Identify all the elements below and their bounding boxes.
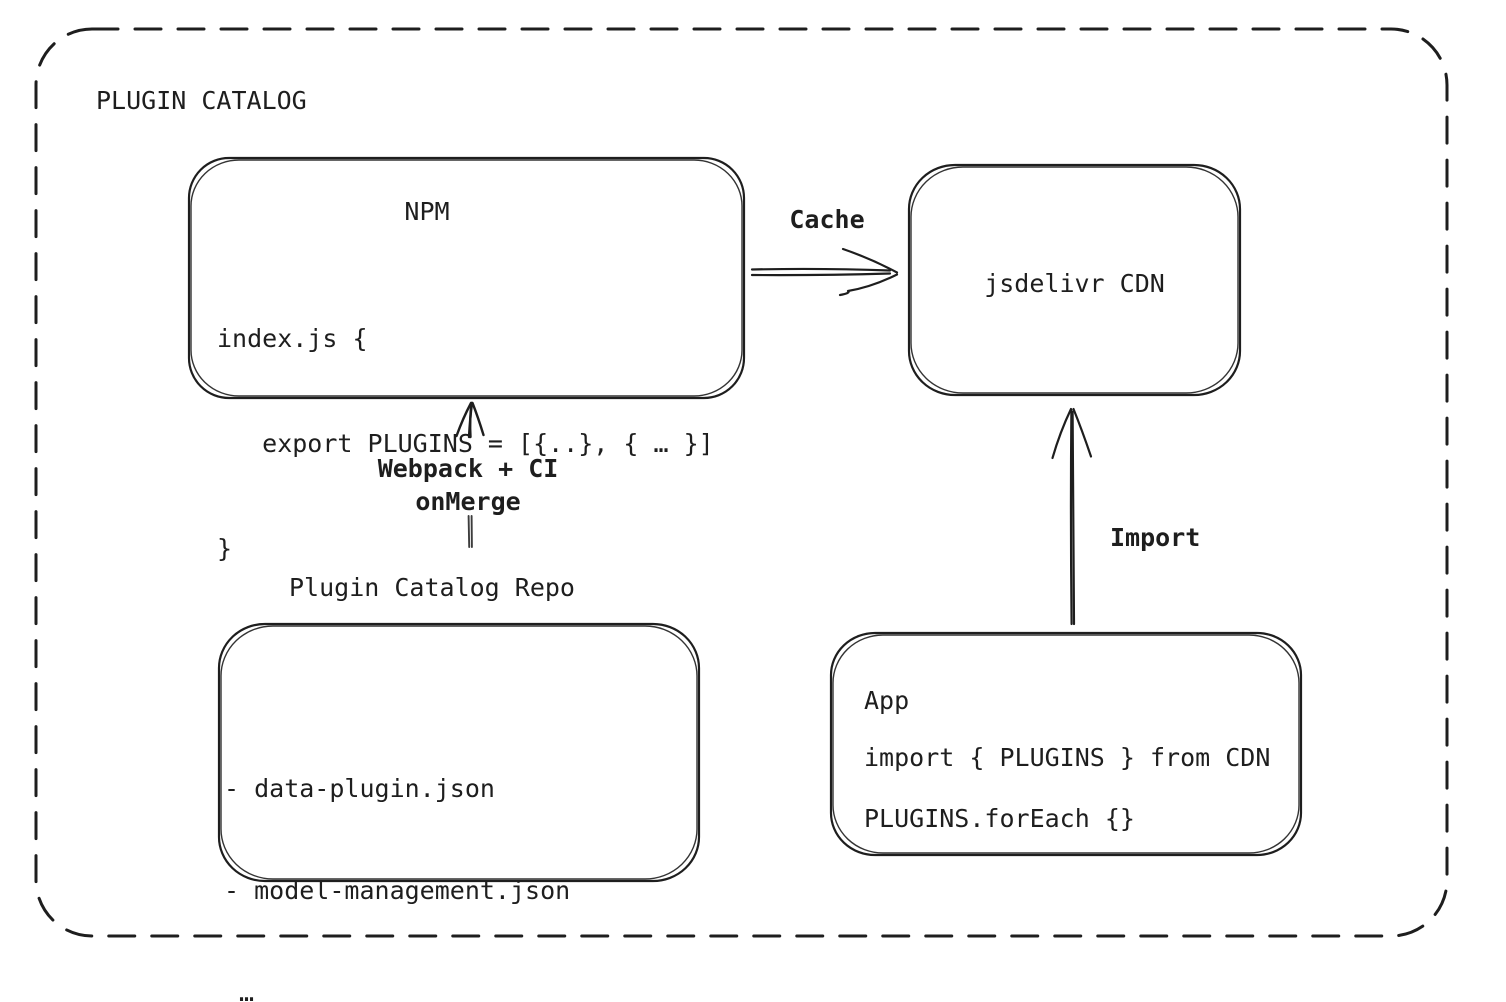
catalog-title: PLUGIN CATALOG bbox=[96, 86, 307, 115]
npm-code-line: export PLUGINS = [{..}, { … }] bbox=[217, 429, 714, 458]
repo-item: - model-management.json bbox=[224, 876, 571, 905]
cache-edge-label: Cache bbox=[789, 205, 865, 234]
build-connector bbox=[467, 515, 473, 548]
build-arrow bbox=[455, 401, 485, 439]
import-arrow bbox=[1051, 407, 1093, 626]
npm-code-block: index.js { export PLUGINS = [{..}, { … }… bbox=[217, 251, 714, 636]
npm-code-line: index.js { bbox=[217, 324, 368, 353]
repo-item-list: - data-plugin.json - model-management.js… bbox=[224, 704, 570, 1002]
cdn-label: jsdelivr CDN bbox=[984, 269, 1165, 298]
cdn-node bbox=[907, 163, 1242, 397]
build-edge-label-line1: Webpack + CI bbox=[377, 454, 559, 483]
cache-arrow bbox=[750, 247, 899, 297]
build-edge-label-line2: onMerge bbox=[415, 487, 521, 516]
app-code-line: import { PLUGINS } from CDN bbox=[864, 743, 1271, 772]
app-code-line: PLUGINS.forEach {} bbox=[864, 804, 1135, 833]
repo-item: … bbox=[224, 978, 255, 1002]
import-edge-label: Import bbox=[1110, 523, 1201, 552]
app-title: App bbox=[864, 686, 910, 715]
npm-title: NPM bbox=[404, 197, 450, 226]
app-node bbox=[829, 631, 1303, 857]
repo-item: - data-plugin.json bbox=[224, 774, 495, 803]
npm-code-line: } bbox=[217, 534, 233, 563]
repo-label: Plugin Catalog Repo bbox=[289, 573, 575, 602]
repo-node bbox=[217, 622, 701, 883]
catalog-boundary bbox=[34, 27, 1449, 938]
npm-node bbox=[187, 156, 746, 400]
